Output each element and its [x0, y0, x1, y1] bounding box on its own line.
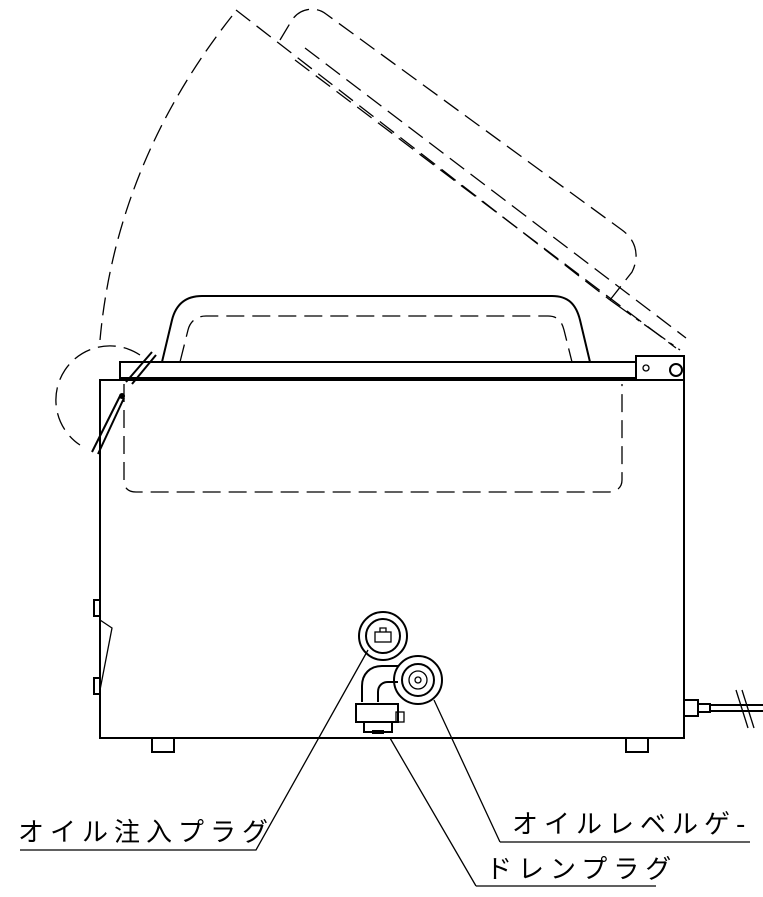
lid-handle-inner-dashed	[179, 315, 573, 363]
lid-handle	[161, 295, 591, 363]
main-body	[99, 379, 685, 739]
oil-fill-plug-label: オイル注入プラグ	[18, 818, 275, 848]
hinge-pin	[669, 363, 683, 377]
foot-left	[151, 737, 175, 753]
leader-drain-plug	[389, 737, 656, 887]
left-side-break-line	[99, 619, 113, 691]
open-lid-outline	[55, 8, 687, 446]
left-side-tab-bottom	[93, 677, 100, 695]
hinge-screw	[642, 364, 650, 372]
vacuum-chamber-dashed	[123, 384, 623, 493]
foot-right	[625, 737, 649, 753]
leader-oil-fill-plug	[20, 649, 369, 851]
power-cable	[683, 689, 763, 729]
oil-level-gauge-label: オイルレベルゲ- ジ	[512, 810, 763, 840]
leader-oil-level-gauge	[433, 699, 750, 843]
oil-fill-plug	[358, 611, 408, 661]
left-side-tab-top	[93, 599, 100, 617]
drain-plug	[355, 665, 405, 734]
lid-plate	[119, 361, 637, 379]
oil-level-gauge	[393, 655, 443, 705]
drain-plug-label: ドレンプラグ	[486, 855, 678, 885]
